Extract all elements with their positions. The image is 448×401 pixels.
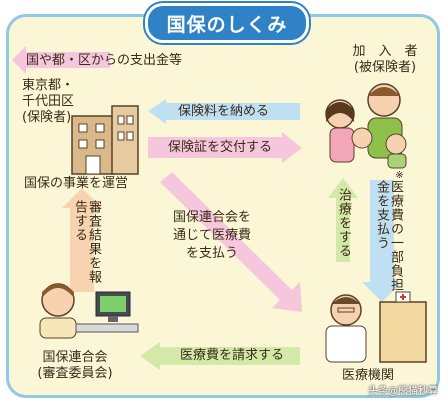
federation-pays-arrow: [160, 172, 302, 312]
federation-pays-line-1: 国保連合会を: [172, 210, 251, 225]
federation-line-1: 国保連合会: [42, 350, 108, 365]
treatment-arrow: [328, 178, 358, 262]
pay-premium-label: 保険料を納める: [178, 104, 270, 119]
hospital-label: 医療機関: [342, 368, 395, 383]
card-arrow: [148, 132, 302, 163]
family-illustration-icon: [325, 83, 407, 169]
issue-card-label: 保険証を交付する: [168, 140, 273, 155]
insurer-funding-label: 国や都・区からの支出金等: [26, 53, 183, 68]
treatment-label: 治療をする: [336, 188, 351, 258]
federation-staff-icon: [39, 283, 139, 339]
federation-pays-line-2: 通じて医療費: [172, 228, 251, 243]
funding-arrow: [12, 46, 110, 74]
claim-arrow: [140, 342, 300, 370]
federation-pays-line-3: を支払う: [185, 246, 238, 261]
insurer-name-line-3: (保険者): [22, 110, 72, 125]
claim-label: 医療費を請求する: [180, 348, 285, 363]
page-title: 国保のしくみ: [145, 3, 309, 43]
report-label: 審査結果を報告する: [72, 200, 101, 284]
premium-arrow: [148, 99, 300, 124]
government-building-icon: [71, 105, 139, 175]
copay-label: 医療費の一部負担金を支払う: [374, 180, 403, 292]
insured-line-1: 加 入 者: [352, 44, 418, 59]
insurer-name-line-1: 東京都・: [22, 78, 75, 93]
doctor-hospital-icon: [325, 291, 427, 363]
insurer-role-label: 国保の事業を運営: [24, 176, 129, 191]
report-arrow: [62, 188, 102, 292]
watermark: 头条@熊猫秒算: [368, 386, 438, 397]
insurer-name-line-2: 千代田区: [22, 94, 75, 109]
insured-line-2: (被保険者): [353, 60, 417, 75]
federation-line-2: (審査委員会): [37, 366, 113, 381]
copay-arrow: [362, 180, 402, 302]
copay-mark: ※: [394, 170, 405, 182]
